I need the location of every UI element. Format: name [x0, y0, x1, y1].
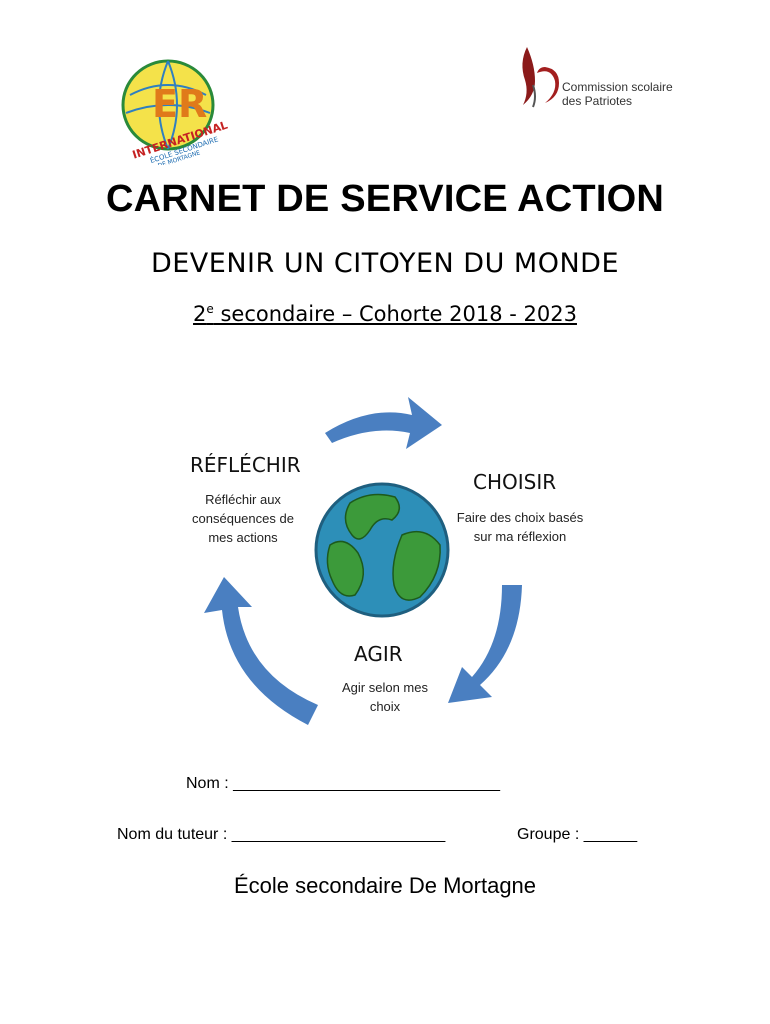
agir-description: Agir selon mes choix — [330, 678, 440, 716]
choisir-desc-line1: Faire des choix basés — [456, 510, 584, 525]
school-logo: ER INTERNATIONAL ÉCOLE SECONDAIRE DE MOR… — [121, 59, 229, 165]
grade-suffix: e — [206, 302, 214, 316]
agir-desc-line2: choix — [369, 699, 401, 714]
page-title: CARNET DE SERVICE ACTION — [106, 178, 664, 220]
school-name: École secondaire De Mortagne — [233, 873, 537, 898]
reflechir-description: Réfléchir aux conséquences de mes action… — [178, 490, 308, 547]
choisir-desc-line2: sur ma réflexion — [473, 529, 567, 544]
reflechir-desc-line1: Réfléchir aux — [205, 492, 281, 507]
cohort-line: 2e secondaire – Cohorte 2018 - 2023 — [0, 302, 770, 326]
board-logo — [522, 47, 559, 108]
group-field[interactable]: Groupe : ______ — [517, 826, 638, 843]
svg-text:ER: ER — [152, 82, 207, 126]
reflechir-heading: RÉFLÉCHIR — [190, 453, 301, 477]
board-name: Commission scolaire des Patriotes — [562, 80, 673, 108]
reflechir-desc-line3: mes actions — [208, 530, 278, 545]
cohort-text: secondaire – Cohorte 2018 - 2023 — [213, 302, 577, 326]
arrow-left-icon — [204, 577, 318, 725]
choisir-description: Faire des choix basés sur ma réflexion — [450, 508, 590, 546]
cycle-diagram — [204, 397, 522, 725]
arrow-top-icon — [325, 397, 442, 449]
name-field[interactable]: Nom : ______________________________ — [186, 775, 501, 792]
page-subtitle: DEVENIR UN CITOYEN DU MONDE — [150, 248, 620, 279]
board-name-line1: Commission scolaire — [562, 80, 673, 94]
agir-heading: AGIR — [354, 642, 403, 666]
choisir-heading: CHOISIR — [473, 470, 557, 494]
agir-desc-line1: Agir selon mes — [342, 680, 428, 695]
board-name-line2: des Patriotes — [562, 94, 633, 108]
reflechir-desc-line2: conséquences de — [192, 511, 294, 526]
globe-icon — [314, 482, 450, 618]
arrow-right-icon — [448, 585, 522, 703]
tutor-name-field[interactable]: Nom du tuteur : ________________________ — [117, 826, 446, 843]
grade-number: 2 — [193, 302, 207, 326]
